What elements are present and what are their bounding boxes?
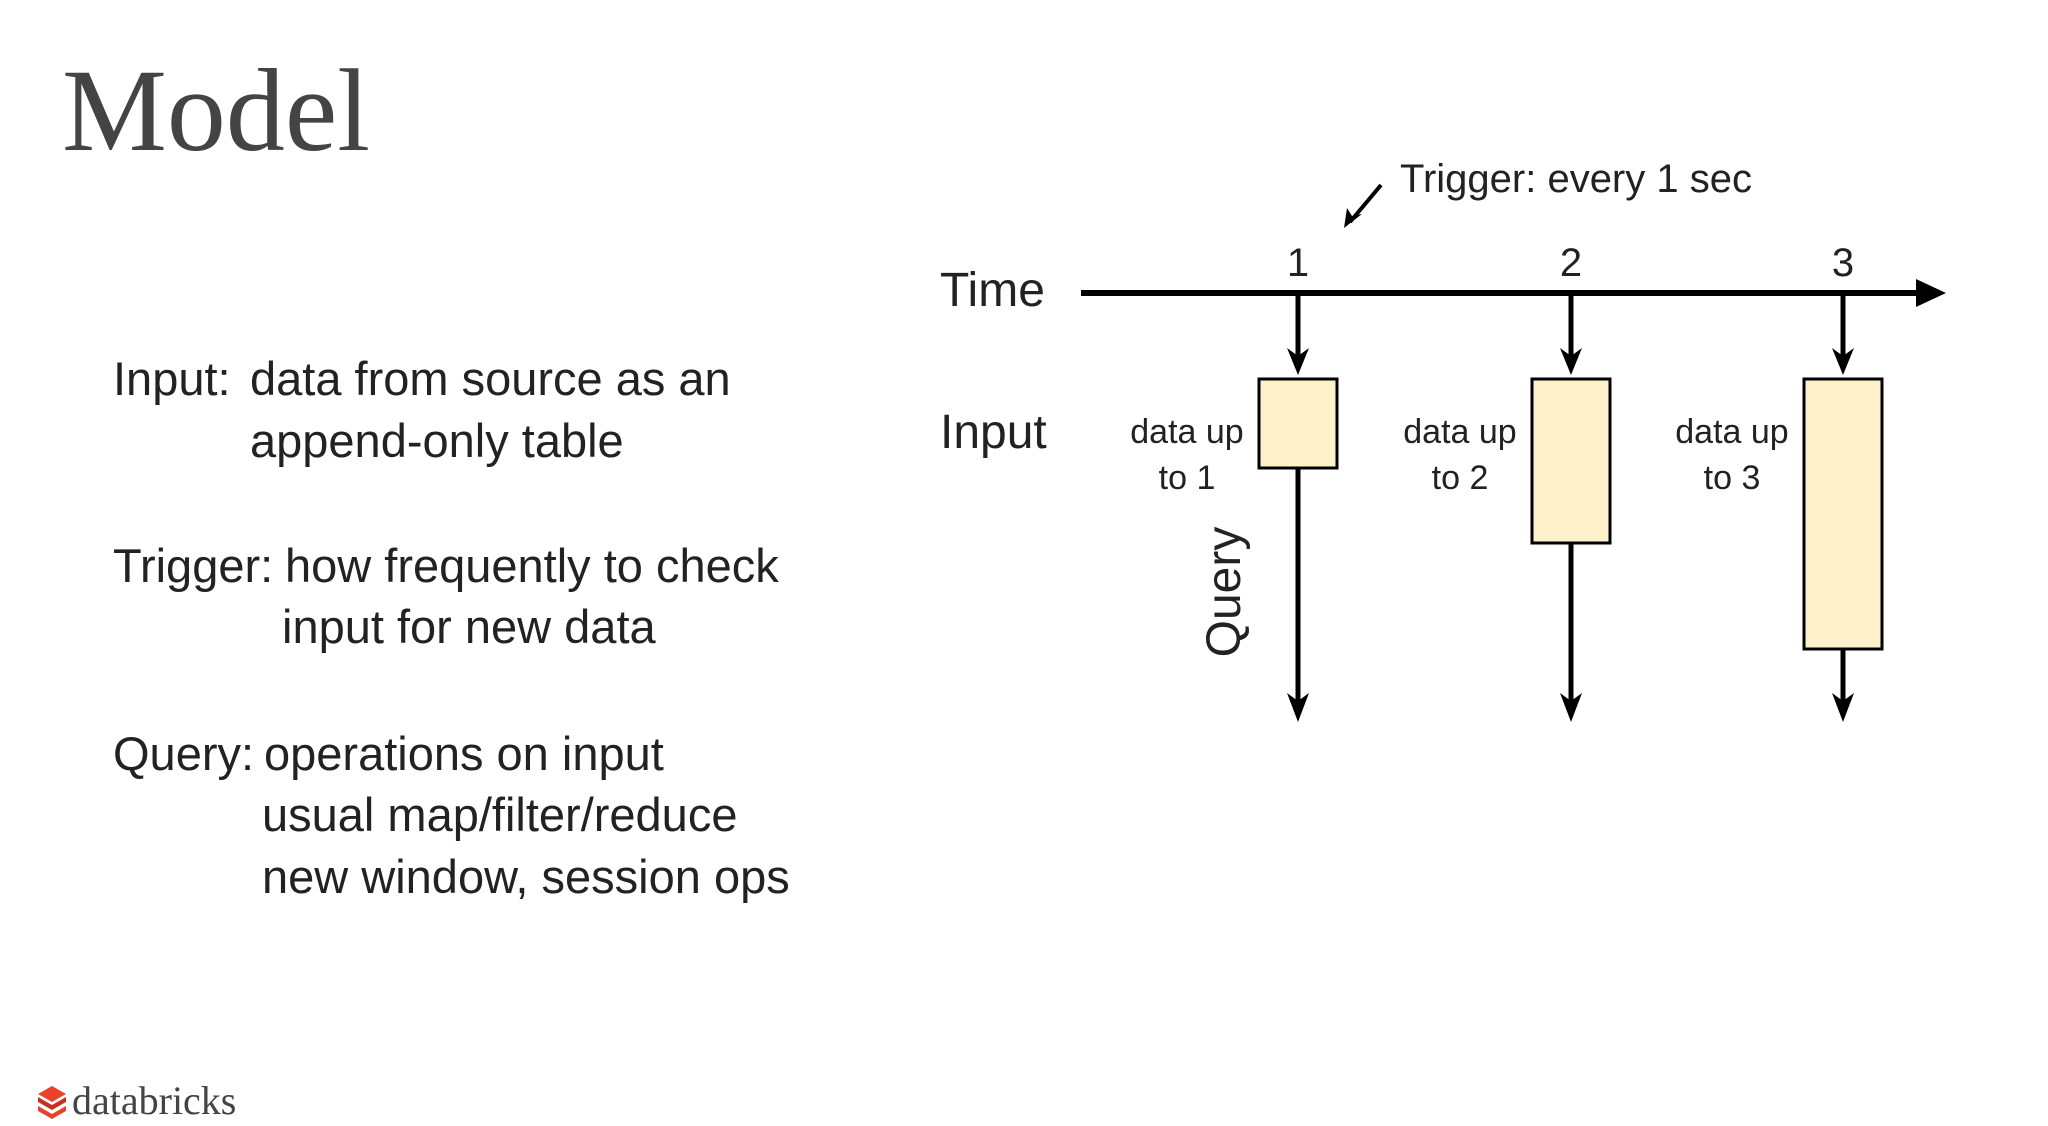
trigger-arrowhead-icon — [1344, 208, 1362, 228]
bullet-input-line: data from source as an — [250, 352, 731, 405]
bullet-input-term: Input: — [113, 352, 231, 405]
page-title: Model — [62, 45, 370, 176]
bullet-query-line: usual map/filter/reduce — [262, 788, 737, 841]
box-label: to 3 — [1704, 459, 1761, 497]
bullet-query-line: operations on input — [264, 727, 664, 780]
query-label: Query — [1198, 527, 1251, 658]
logo-text: databricks — [72, 1078, 236, 1123]
arrowhead-icon — [1287, 348, 1309, 375]
input-box — [1530, 377, 1612, 545]
box-label: data up — [1403, 413, 1516, 451]
arrowhead-icon — [1832, 693, 1854, 722]
box-label: data up — [1675, 413, 1788, 451]
arrowhead-icon — [1560, 693, 1582, 722]
tick-label: 2 — [1560, 241, 1582, 285]
bullet-trigger-line: how frequently to check — [285, 539, 779, 592]
input-box — [1802, 377, 1884, 651]
tick-label: 1 — [1287, 241, 1309, 285]
bullet-trigger-term: Trigger: — [113, 539, 273, 592]
arrowhead-icon — [1287, 693, 1309, 722]
box-label: to 2 — [1432, 459, 1489, 497]
bullet-trigger-line: input for new data — [282, 600, 656, 653]
box-label: data up — [1130, 413, 1243, 451]
time-label: Time — [940, 264, 1045, 317]
time-axis-arrowhead-icon — [1916, 279, 1946, 307]
arrowhead-icon — [1560, 348, 1582, 375]
trigger-label: Trigger: every 1 sec — [1400, 157, 1752, 201]
box-label: to 1 — [1159, 459, 1216, 497]
databricks-logo: databricks — [38, 1078, 236, 1123]
tick-label: 3 — [1832, 241, 1854, 285]
bullet-query-line: new window, session ops — [262, 850, 790, 903]
bullet-query-term: Query: — [113, 727, 254, 780]
input-label: Input — [940, 406, 1047, 459]
bullet-input-line: append-only table — [250, 414, 624, 467]
arrowhead-icon — [1832, 348, 1854, 375]
input-box — [1257, 377, 1339, 470]
